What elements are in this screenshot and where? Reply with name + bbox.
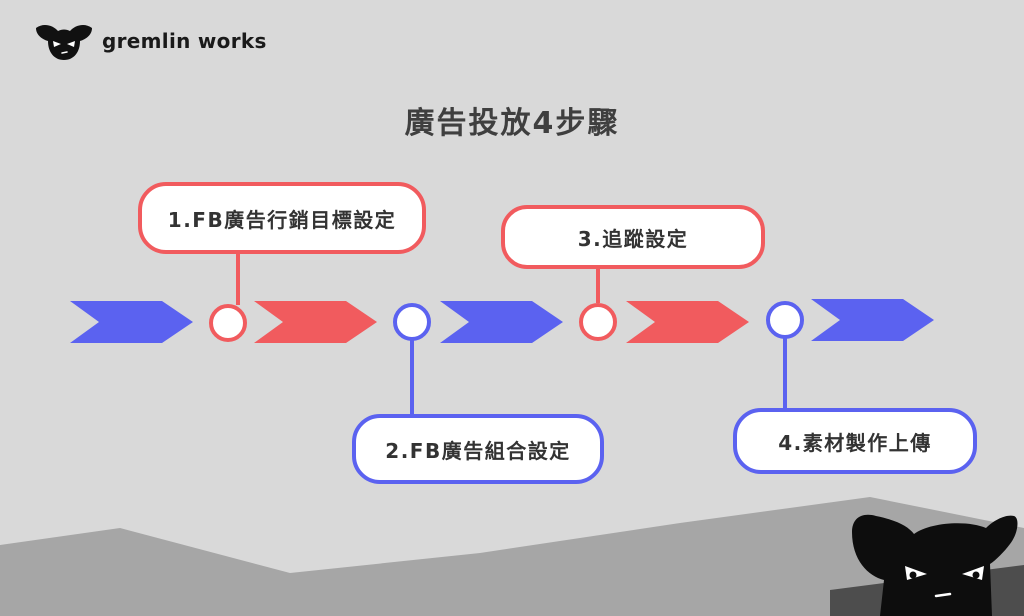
step-box-1: 1.FB廣告行銷目標設定 <box>138 182 426 254</box>
chevron-arrow-5 <box>811 299 934 341</box>
step-box-3: 3.追蹤設定 <box>501 205 765 269</box>
timeline-node-4 <box>766 301 804 339</box>
background-mountains <box>0 497 1024 616</box>
brand: gremlin works <box>34 22 267 60</box>
gremlin-mascot-icon <box>852 514 1018 616</box>
chevron-arrow-2 <box>254 301 377 343</box>
timeline-node-1 <box>209 304 247 342</box>
brand-name: gremlin works <box>102 29 267 53</box>
step-box-2: 2.FB廣告組合設定 <box>352 414 604 484</box>
timeline-node-3 <box>579 303 617 341</box>
timeline-node-2 <box>393 303 431 341</box>
step-box-4: 4.素材製作上傳 <box>733 408 977 474</box>
chevron-arrow-4 <box>626 301 749 343</box>
chevron-arrow-1 <box>70 301 193 343</box>
page-title: 廣告投放4步驟 <box>404 106 620 141</box>
gremlin-face-icon <box>36 24 92 60</box>
chevron-arrow-3 <box>440 301 563 343</box>
